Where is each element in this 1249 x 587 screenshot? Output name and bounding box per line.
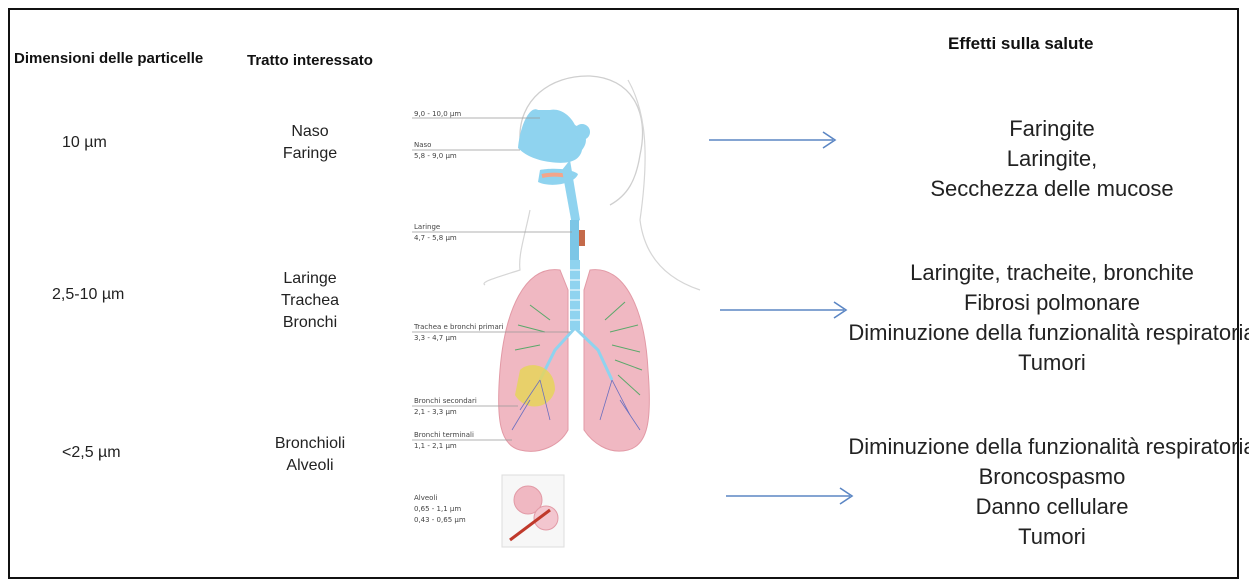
figure-label-l2a: Naso (414, 141, 431, 149)
row-2-tract-line-1: Laringe (250, 268, 370, 290)
figure-label-l2b: 5,8 - 9,0 µm (414, 152, 457, 160)
thyroid (579, 230, 585, 246)
row-2-size: 2,5-10 µm (52, 286, 124, 304)
row-2-tract-line-2: Trachea (250, 290, 370, 312)
figure-label-l7c: 0,43 - 0,65 µm (414, 516, 466, 524)
row-3-effects: Diminuzione della funzionalità respirato… (842, 432, 1249, 552)
arrow-row-1 (705, 128, 845, 152)
row-1-effects: Faringite Laringite, Secchezza delle muc… (842, 114, 1249, 204)
row-3-size: <2,5 µm (62, 444, 121, 462)
figure-label-l4a: Trachea e bronchi primari (413, 323, 504, 331)
figure-label-l4b: 3,3 - 4,7 µm (414, 334, 457, 342)
neck-front-outline (484, 210, 530, 285)
figure-label-l1: 9,0 - 10,0 µm (414, 110, 461, 118)
header-health-effects: Effetti sulla salute (948, 34, 1093, 54)
figure-label-l7b: 0,65 - 1,1 µm (414, 505, 461, 513)
row-3-effect-3: Danno cellulare (842, 492, 1249, 522)
figure-label-l5a: Bronchi secondari (414, 397, 477, 405)
row-1-effect-1: Faringite (842, 114, 1249, 144)
row-3-effect-4: Tumori (842, 522, 1249, 552)
header-affected-tract: Tratto interessato (247, 52, 373, 69)
row-1-effect-2: Laringite, (842, 144, 1249, 174)
row-2-effects: Laringite, tracheite, bronchite Fibrosi … (842, 258, 1249, 378)
right-lung (499, 270, 568, 452)
larynx (570, 220, 579, 260)
row-2-tract: Laringe Trachea Bronchi (250, 268, 370, 334)
row-1-tract-line-2: Faringe (250, 143, 370, 165)
row-2-tract-line-3: Bronchi (250, 312, 370, 334)
figure-label-l7a: Alveoli (414, 494, 437, 502)
row-3-tract-line-1: Bronchioli (250, 433, 370, 455)
figure-label-l3b: 4,7 - 5,8 µm (414, 234, 457, 242)
row-3-effect-1: Diminuzione della funzionalità respirato… (842, 432, 1249, 462)
figure-label-l6b: 1,1 - 2,1 µm (414, 442, 457, 450)
figure-label-l3a: Laringe (414, 223, 440, 231)
arrow-row-3 (722, 484, 862, 508)
row-2-effect-1: Laringite, tracheite, bronchite (842, 258, 1249, 288)
sinus (574, 124, 590, 140)
row-3-tract-line-2: Alveoli (250, 455, 370, 477)
figure-label-l5b: 2,1 - 3,3 µm (414, 408, 457, 416)
figure-label-l6a: Bronchi terminali (414, 431, 474, 439)
row-2-effect-2: Fibrosi polmonare (842, 288, 1249, 318)
row-2-effect-4: Tumori (842, 348, 1249, 378)
arrow-row-2 (716, 298, 856, 322)
respiratory-tract-figure: 9,0 - 10,0 µm Naso 5,8 - 9,0 µm Laringe … (400, 70, 710, 560)
row-3-tract: Bronchioli Alveoli (250, 433, 370, 477)
header-particle-size: Dimensioni delle particelle (14, 50, 203, 67)
row-3-effect-2: Broncospasmo (842, 462, 1249, 492)
pharynx (562, 160, 580, 225)
row-1-size: 10 µm (62, 134, 107, 152)
row-1-tract-line-1: Naso (250, 121, 370, 143)
row-1-tract: Naso Faringe (250, 121, 370, 165)
row-1-effect-3: Secchezza delle mucose (842, 174, 1249, 204)
row-2-effect-3: Diminuzione della funzionalità respirato… (842, 318, 1249, 348)
